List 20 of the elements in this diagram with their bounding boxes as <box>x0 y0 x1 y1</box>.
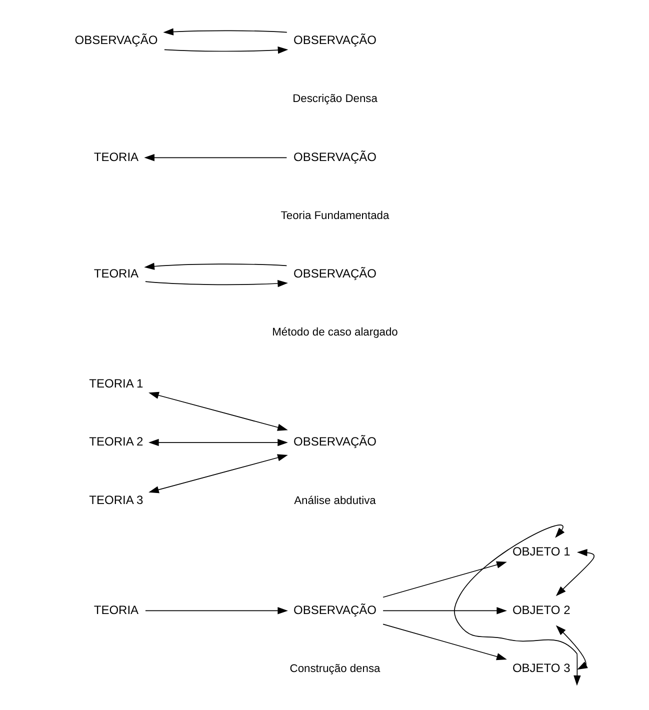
node-text: TEORIA <box>94 266 139 281</box>
node-text: TEORIA 3 <box>89 493 144 508</box>
node-text: OBSERVAÇÃO <box>294 266 376 281</box>
label: Teoria Fundamentada <box>280 210 390 222</box>
node-text: TEORIA 1 <box>89 376 144 390</box>
label: Descrição Densa <box>292 93 378 106</box>
node-text: TEORIA <box>94 602 139 617</box>
node-text: TEORIA 2 <box>89 434 144 449</box>
label: Construção densa <box>290 662 380 675</box>
node-text: OBJETO 2 <box>512 602 570 617</box>
node-text: OBJETO 3 <box>512 661 570 676</box>
node-text: OBSERVAÇÃO <box>294 33 376 48</box>
node-text: OBSERVAÇÃO <box>294 434 376 449</box>
label: Método de caso alargado <box>272 326 398 339</box>
node-text: OBSERVAÇÃO <box>294 602 376 617</box>
node-text: TEORIA <box>94 150 139 164</box>
label: Análise abdutiva <box>294 494 376 507</box>
node-text: OBSERVAÇÃO <box>294 150 376 164</box>
node-text: OBJETO 1 <box>512 544 570 559</box>
node-text: OBSERVAÇÃO <box>74 33 158 48</box>
